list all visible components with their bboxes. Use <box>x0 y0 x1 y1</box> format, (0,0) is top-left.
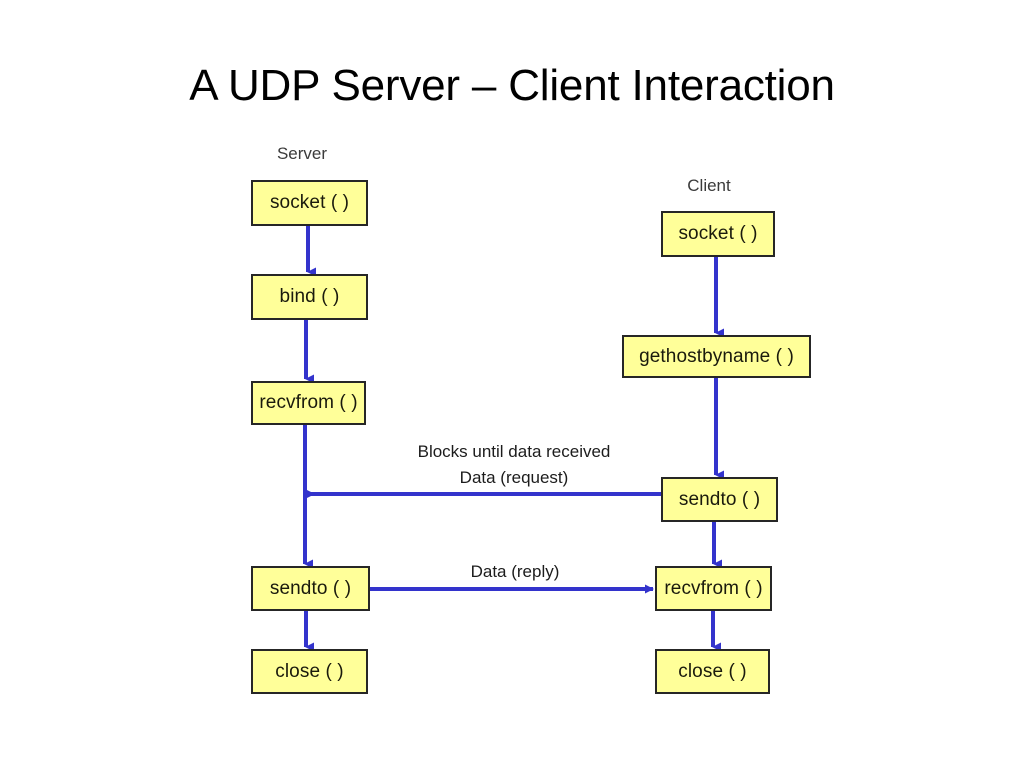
node-server-recvfrom[interactable]: recvfrom ( ) <box>251 381 366 425</box>
edge-label-data-request-label: Data (request) <box>459 468 569 487</box>
column-label-client: Client <box>687 176 731 195</box>
edge-label-blocks-until-data-received: Blocks until data received <box>417 442 611 461</box>
node-client-gethostbyname[interactable]: gethostbyname ( ) <box>622 335 811 378</box>
node-server-sendto[interactable]: sendto ( ) <box>251 566 370 611</box>
node-client-socket[interactable]: socket ( ) <box>661 211 775 257</box>
node-server-bind[interactable]: bind ( ) <box>251 274 368 320</box>
node-client-sendto[interactable]: sendto ( ) <box>661 477 778 522</box>
page-title: A UDP Server – Client Interaction <box>189 61 835 111</box>
column-label-server: Server <box>276 144 328 163</box>
node-client-close[interactable]: close ( ) <box>655 649 770 694</box>
edge-label-data-reply-label: Data (reply) <box>470 562 560 581</box>
node-server-close[interactable]: close ( ) <box>251 649 368 694</box>
node-client-recvfrom[interactable]: recvfrom ( ) <box>655 566 772 611</box>
node-server-socket[interactable]: socket ( ) <box>251 180 368 226</box>
